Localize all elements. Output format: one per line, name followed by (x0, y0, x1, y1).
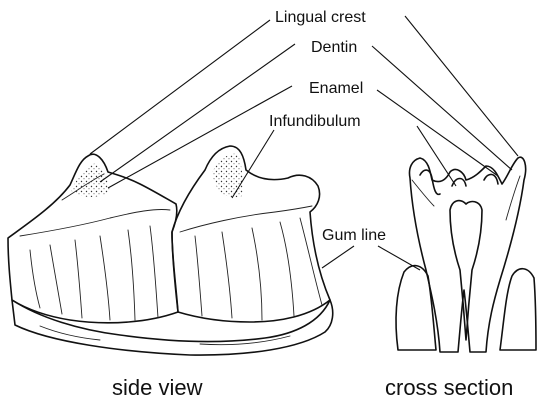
caption-cross-section: cross section (385, 375, 513, 400)
gum-right (500, 269, 536, 350)
label-infundibulum: Infundibulum (269, 113, 361, 130)
cross-section-illustration (396, 157, 536, 352)
label-gum-line: Gum line (322, 227, 386, 244)
label-lingual-crest: Lingual crest (275, 9, 366, 26)
pulp-cavity (450, 201, 482, 340)
caption-side-view: side view (112, 375, 203, 400)
gum-left (396, 266, 436, 350)
side-view-illustration (8, 146, 333, 355)
label-dentin: Dentin (311, 39, 357, 56)
label-enamel: Enamel (309, 80, 363, 97)
